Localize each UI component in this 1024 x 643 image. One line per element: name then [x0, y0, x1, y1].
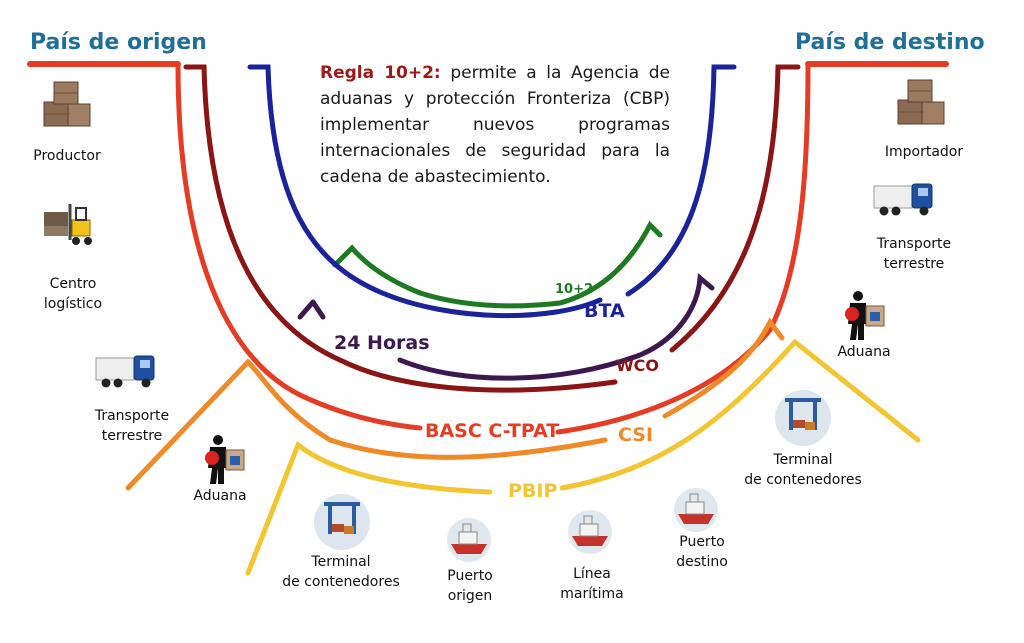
node-label-aduana-origen: Aduana: [193, 488, 247, 504]
arc-wco-right: [669, 64, 801, 353]
arc-bta: [247, 64, 603, 319]
node-label-importador: Importador: [884, 144, 964, 160]
note-title: Regla 10+2:: [320, 63, 441, 83]
arc-pbip: [245, 440, 493, 576]
boxes-icon: [897, 79, 945, 125]
truck-icon: [95, 355, 155, 388]
customs-officer-icon: [204, 434, 245, 485]
arc-24-horas: [397, 272, 715, 381]
arc-10-2: [332, 220, 663, 309]
regla-10-2-note: Regla 10+2: permite a la Agencia de adua…: [320, 60, 670, 190]
arc-bta-right: [625, 64, 737, 297]
arc-csi: [125, 358, 608, 491]
ship-icon: [673, 487, 719, 533]
forklift-icon: [42, 202, 94, 247]
arc-basc-ctpat-right: [555, 61, 811, 435]
arc-pbip-right: [559, 338, 921, 491]
boxes-icon: [43, 81, 91, 127]
arc-label-basc-ctpat: BASC C-TPAT: [425, 420, 560, 442]
node-label-productor: Productor: [33, 148, 101, 164]
customs-officer-icon: [844, 290, 885, 341]
note-body: permite a la Agencia de aduanas y protec…: [320, 63, 670, 187]
arc-label-10-2: 10+2: [555, 282, 594, 297]
arc-24-horas-left: [297, 299, 326, 320]
node-label-aduana-destino: Aduana: [837, 344, 891, 360]
destination-country-header: País de destino: [795, 30, 985, 55]
arc-label-24-horas: 24 Horas: [334, 332, 430, 354]
container-crane-icon: [314, 494, 370, 550]
origin-country-header: País de origen: [30, 30, 207, 55]
truck-icon: [873, 183, 933, 216]
container-crane-icon: [775, 390, 831, 446]
ship-icon: [446, 517, 492, 563]
arc-label-wco: WCO: [616, 356, 659, 375]
arc-wco: [183, 64, 618, 393]
arc-label-bta: BTA: [584, 300, 625, 322]
arc-basc-ctpat: [175, 61, 423, 431]
arc-csi-right: [662, 317, 785, 419]
arc-label-csi: CSI: [618, 424, 654, 446]
ship-icon: [567, 509, 613, 555]
arc-label-pbip: PBIP: [508, 480, 558, 502]
